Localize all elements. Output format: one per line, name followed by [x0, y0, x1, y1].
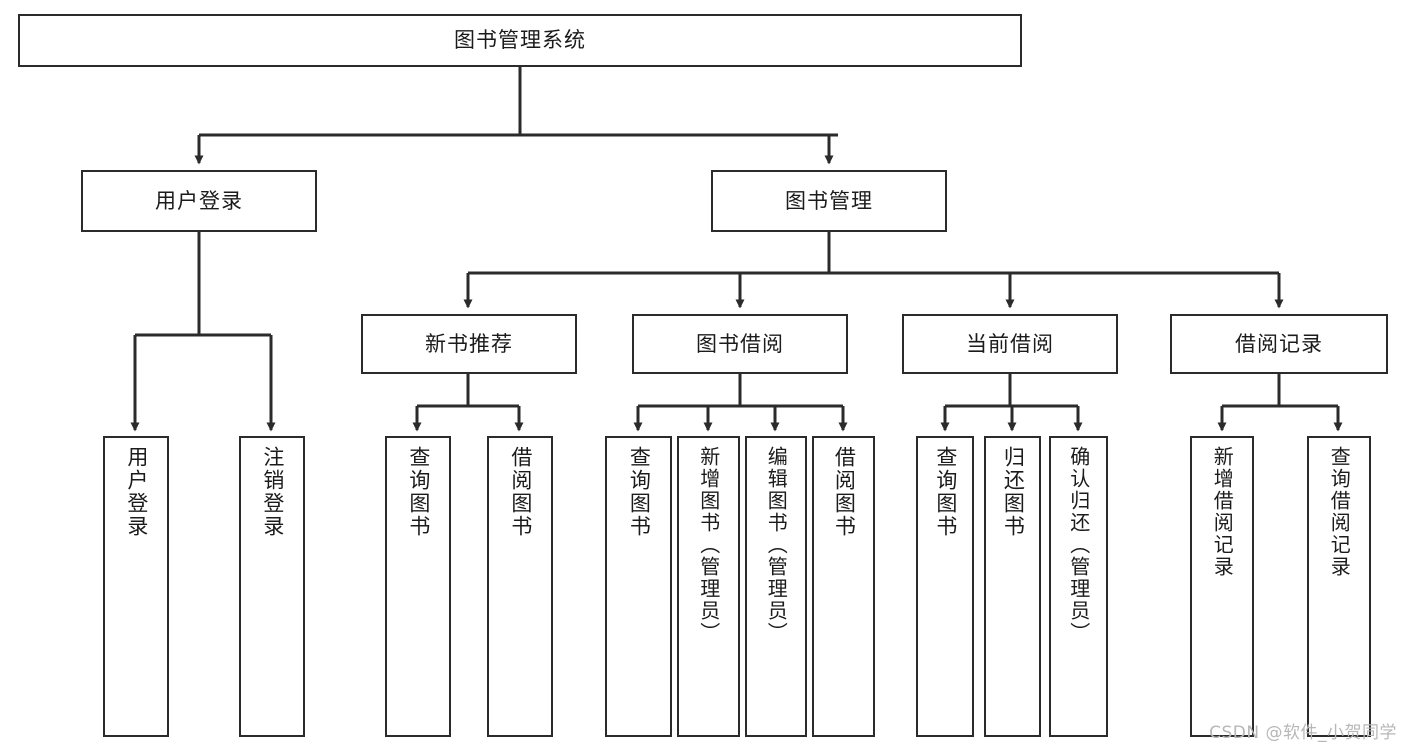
leaf-borrow-book-1-label: 借阅图书: [508, 446, 533, 538]
node-book-manage[interactable]: 图书管理: [711, 170, 947, 232]
leaf-query-book-1[interactable]: 查询图书: [385, 436, 451, 737]
node-current-borrow[interactable]: 当前借阅: [902, 314, 1118, 374]
node-current-borrow-label: 当前借阅: [966, 331, 1054, 356]
leaf-borrow-book-2[interactable]: 借阅图书: [812, 436, 875, 737]
node-borrow-record-label: 借阅记录: [1235, 331, 1323, 356]
leaf-user-login[interactable]: 用户登录: [103, 436, 169, 737]
leaf-edit-book-label: 编辑图书（管理员）: [764, 446, 789, 644]
node-new-book-recommend-label: 新书推荐: [425, 331, 513, 356]
leaf-user-login-label: 用户登录: [124, 446, 149, 538]
leaf-add-record-label: 新增借阅记录: [1210, 446, 1235, 578]
leaf-query-record-label: 查询借阅记录: [1327, 446, 1352, 578]
leaf-return-book-label: 归还图书: [1001, 446, 1026, 538]
node-book-manage-label: 图书管理: [785, 188, 873, 213]
leaf-edit-book[interactable]: 编辑图书（管理员）: [745, 436, 807, 737]
node-user-login-label: 用户登录: [155, 188, 243, 213]
leaf-add-book[interactable]: 新增图书（管理员）: [677, 436, 740, 737]
leaf-borrow-book-2-label: 借阅图书: [832, 446, 857, 538]
leaf-confirm-return-label: 确认归还（管理员）: [1066, 446, 1091, 644]
leaf-add-record[interactable]: 新增借阅记录: [1190, 436, 1254, 737]
node-new-book-recommend[interactable]: 新书推荐: [361, 314, 577, 374]
csdn-watermark: CSDN @软件_小贺同学: [1209, 723, 1397, 743]
node-user-login[interactable]: 用户登录: [81, 170, 317, 232]
leaf-borrow-book-1[interactable]: 借阅图书: [487, 436, 553, 737]
leaf-confirm-return[interactable]: 确认归还（管理员）: [1049, 436, 1108, 737]
leaf-query-book-1-label: 查询图书: [406, 446, 431, 538]
leaf-query-book-3[interactable]: 查询图书: [916, 436, 974, 737]
leaf-return-book[interactable]: 归还图书: [984, 436, 1041, 737]
leaf-query-book-2[interactable]: 查询图书: [605, 436, 672, 737]
node-book-borrow-label: 图书借阅: [696, 331, 784, 356]
leaf-user-logout[interactable]: 注销登录: [239, 436, 305, 737]
node-borrow-record[interactable]: 借阅记录: [1170, 314, 1388, 374]
node-root-label: 图书管理系统: [454, 28, 586, 53]
leaf-add-book-label: 新增图书（管理员）: [696, 446, 721, 644]
leaf-query-record[interactable]: 查询借阅记录: [1307, 436, 1371, 737]
leaf-query-book-2-label: 查询图书: [627, 446, 652, 538]
node-book-borrow[interactable]: 图书借阅: [632, 314, 848, 374]
node-root[interactable]: 图书管理系统: [18, 14, 1022, 67]
leaf-query-book-3-label: 查询图书: [933, 446, 958, 538]
leaf-user-logout-label: 注销登录: [260, 446, 285, 538]
